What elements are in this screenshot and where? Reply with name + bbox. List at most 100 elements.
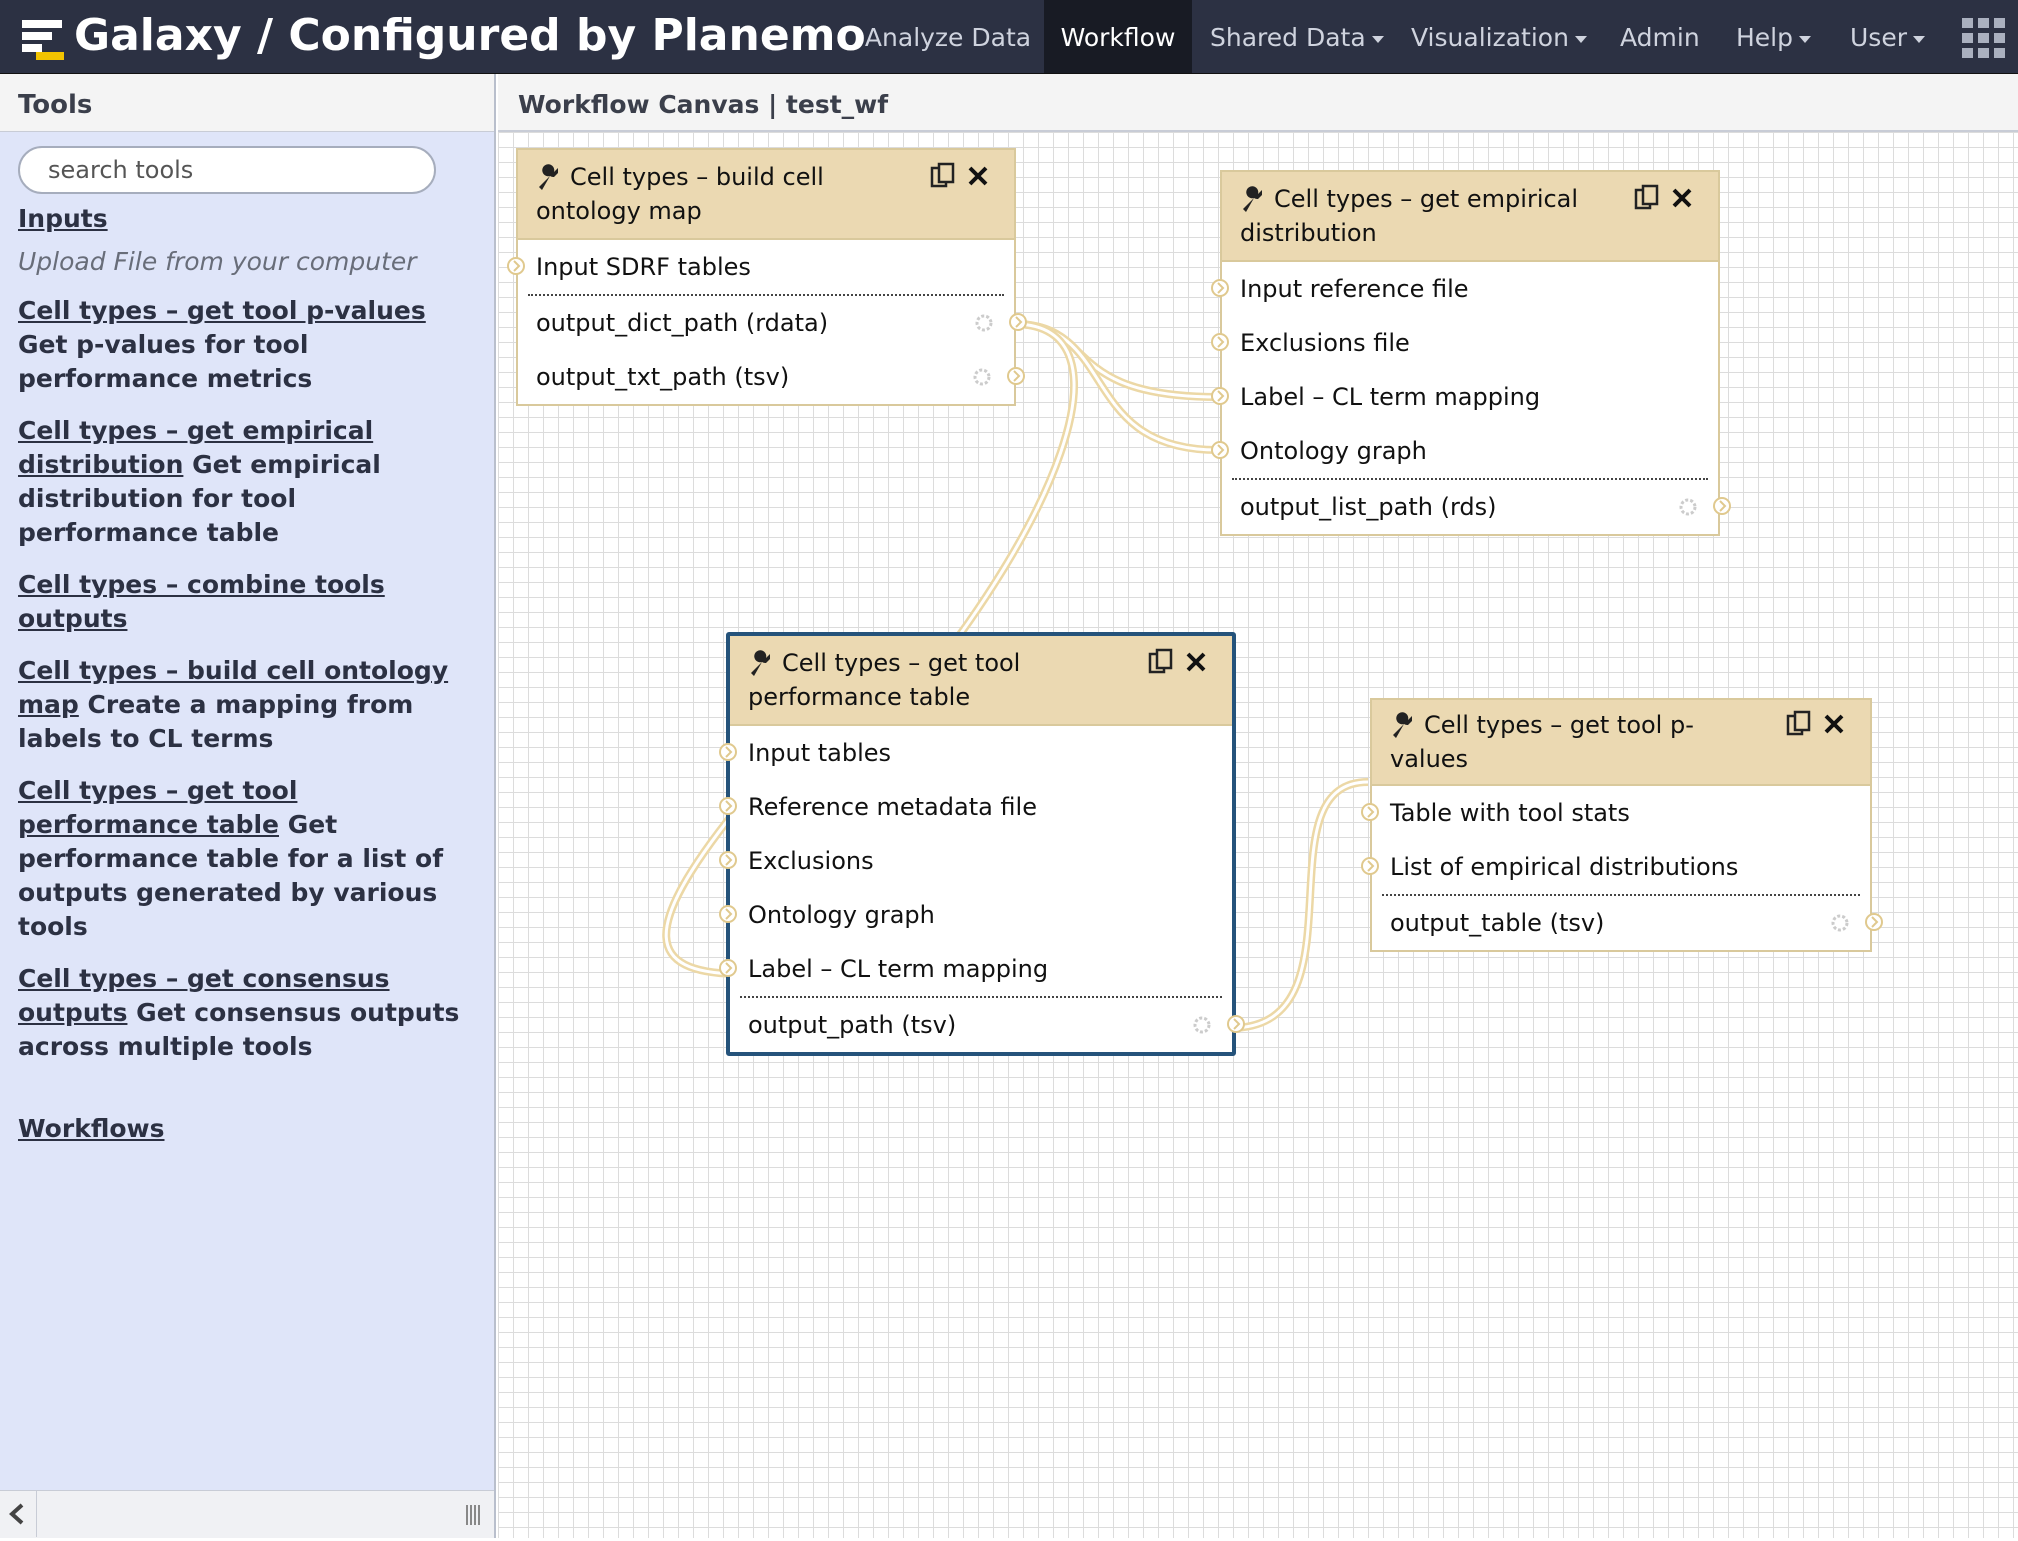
node-input: Exclusions file (1211, 316, 1718, 370)
close-icon[interactable] (1672, 188, 1692, 208)
input-terminal-icon[interactable] (1210, 440, 1230, 460)
workflows-section-link[interactable]: Workflows (18, 1114, 165, 1143)
node-header[interactable]: Cell types – get tool p-values (1372, 700, 1870, 786)
tool-panel-footer (0, 1490, 494, 1538)
output-terminal-icon[interactable] (1008, 312, 1028, 332)
input-terminal-icon[interactable] (506, 256, 526, 276)
input-label: Exclusions (748, 847, 874, 875)
input-terminal-icon[interactable] (718, 796, 738, 816)
tool-item: Cell types – get empirical distribution … (18, 414, 478, 550)
tool-link[interactable]: Cell types – build cell ontology map (18, 656, 449, 719)
output-terminal-icon[interactable] (1712, 496, 1732, 516)
nav-user[interactable]: User (1850, 0, 1940, 73)
node-input: List of empirical distributions (1361, 840, 1870, 894)
grid-icon[interactable] (1962, 18, 2006, 58)
input-terminal-icon[interactable] (718, 904, 738, 924)
brand-title[interactable]: Galaxy / Configured by Planemo (74, 10, 866, 61)
workflow-canvas[interactable]: Cell types – build cell ontology map Inp… (498, 132, 2018, 1538)
output-terminal-icon[interactable] (1226, 1014, 1246, 1034)
input-terminal-icon[interactable] (1360, 856, 1380, 876)
node-input: Ontology graph (719, 888, 1232, 942)
output-terminal-icon[interactable] (1864, 912, 1884, 932)
nav-label: User (1850, 23, 1907, 52)
copy-icon[interactable] (930, 162, 956, 190)
input-terminal-icon[interactable] (1210, 386, 1230, 406)
nav-help[interactable]: Help (1736, 0, 1826, 73)
gear-icon[interactable] (1678, 497, 1698, 517)
input-label: Table with tool stats (1390, 799, 1630, 827)
output-label: output_table (tsv) (1390, 909, 1605, 937)
nav-analyze-data[interactable]: Analyze Data (858, 0, 1038, 73)
input-label: Input reference file (1240, 275, 1469, 303)
tool-link[interactable]: Cell types – get empirical distribution (18, 416, 374, 479)
node-title: Cell types – get tool p-values (1390, 711, 1694, 773)
node-input: Input tables (719, 726, 1232, 780)
node-output: output_dict_path (rdata) (528, 294, 1027, 350)
workflow-node[interactable]: Cell types – build cell ontology map Inp… (507, 148, 1027, 406)
tool-description: Get p-values for tool performance metric… (18, 330, 313, 393)
input-terminal-icon[interactable] (1210, 278, 1230, 298)
resize-handle[interactable] (466, 1505, 480, 1525)
nav-visualization[interactable]: Visualization (1411, 0, 1591, 73)
input-terminal-icon[interactable] (1210, 332, 1230, 352)
connector-line (1230, 778, 1369, 1032)
canvas-header: Workflow Canvas | test_wf (498, 74, 2018, 132)
caret-down-icon (1371, 35, 1384, 43)
tool-link[interactable]: Cell types – get tool p-values (18, 296, 426, 325)
nav-workflow[interactable]: Workflow (1044, 0, 1192, 73)
output-label: output_dict_path (rdata) (536, 309, 829, 337)
tool-link[interactable]: Cell types – get consensus outputs (18, 964, 390, 1027)
node-input: Label – CL term mapping (1211, 370, 1718, 424)
upload-file-link[interactable]: Upload File from your computer (18, 247, 417, 276)
connector-line-inner (1230, 780, 1369, 1030)
node-header[interactable]: Cell types – get tool performance table (730, 636, 1232, 726)
galaxy-logo-icon[interactable] (22, 20, 64, 60)
wrench-icon (539, 164, 558, 190)
node-input: Reference metadata file (719, 780, 1232, 834)
copy-icon[interactable] (1148, 648, 1174, 676)
connections-layer (662, 320, 1369, 1032)
gear-icon[interactable] (1192, 1015, 1212, 1035)
nav-label: Analyze Data (864, 23, 1032, 52)
connector-line (1013, 320, 1219, 401)
workflow-node[interactable]: Cell types – get tool p-values Table wit… (1361, 698, 1883, 952)
nav-admin[interactable]: Admin (1620, 0, 1700, 73)
input-terminal-icon[interactable] (718, 850, 738, 870)
input-terminal-icon[interactable] (718, 958, 738, 978)
search-tools-input[interactable] (18, 146, 436, 194)
collapse-panel-button[interactable] (0, 1491, 37, 1537)
workflow-node-selected[interactable]: Cell types – get tool performance table … (719, 632, 1245, 1056)
close-icon[interactable] (1824, 714, 1844, 734)
inputs-section-link[interactable]: Inputs (18, 204, 108, 233)
workflow-node[interactable]: Cell types – get empirical distribution … (1211, 170, 1731, 536)
close-icon[interactable] (968, 166, 988, 186)
input-label: Ontology graph (748, 901, 935, 929)
input-terminal-icon[interactable] (718, 742, 738, 762)
node-output: output_table (tsv) (1382, 894, 1883, 950)
output-label: output_txt_path (tsv) (536, 363, 790, 391)
tool-link[interactable]: Cell types – get tool performance table (18, 776, 298, 839)
output-terminal-icon[interactable] (1006, 366, 1026, 386)
nav-shared-data[interactable]: Shared Data (1210, 0, 1384, 73)
tool-description: Create a mapping from labels to CL terms (18, 690, 414, 753)
tool-list: Inputs Upload File from your computer Ce… (18, 204, 478, 1143)
input-terminal-icon[interactable] (1360, 802, 1380, 822)
close-icon[interactable] (1186, 652, 1206, 672)
input-label: List of empirical distributions (1390, 853, 1739, 881)
gear-icon[interactable] (974, 313, 994, 333)
gear-icon[interactable] (972, 367, 992, 387)
output-label: output_list_path (rds) (1240, 493, 1497, 521)
tool-description: Get performance table for a list of outp… (18, 810, 444, 941)
node-output: output_path (tsv) (740, 996, 1245, 1052)
copy-icon[interactable] (1634, 184, 1660, 212)
node-header[interactable]: Cell types – build cell ontology map (518, 150, 1014, 240)
gear-icon[interactable] (1830, 913, 1850, 933)
copy-icon[interactable] (1786, 710, 1812, 738)
tool-item: Cell types – get tool p-values Get p-val… (18, 294, 478, 396)
input-label: Input SDRF tables (536, 253, 751, 281)
input-label: Ontology graph (1240, 437, 1427, 465)
tool-link[interactable]: Cell types – combine tools outputs (18, 570, 385, 633)
wrench-icon (1243, 186, 1262, 212)
node-input: Table with tool stats (1361, 786, 1870, 840)
node-header[interactable]: Cell types – get empirical distribution (1222, 172, 1718, 262)
